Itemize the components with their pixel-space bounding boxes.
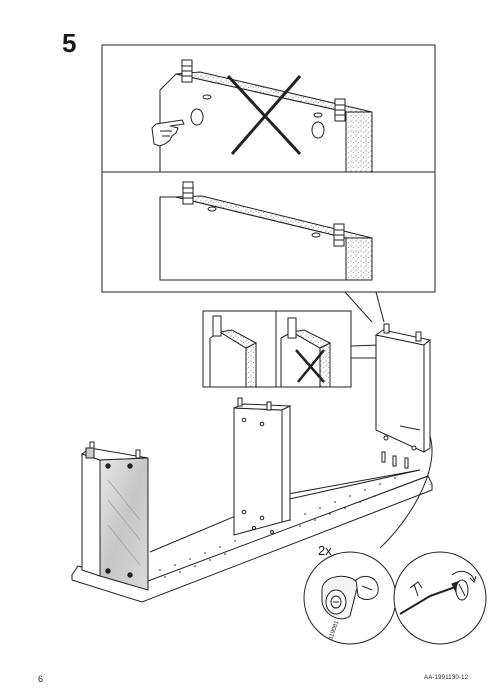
document-code: AA-1991130-12 — [424, 675, 469, 681]
incorrect-cross-icon — [295, 349, 325, 383]
mirror-reflection — [107, 479, 141, 566]
wooden-dowel-icon — [334, 98, 346, 122]
quantity-label: 2x — [318, 543, 332, 558]
hardware-callout — [303, 435, 487, 645]
incorrect-cross-icon — [226, 74, 302, 156]
cabinet-assembly — [71, 397, 433, 603]
step-number: 5 — [62, 28, 77, 58]
panel-incorrect-view — [151, 59, 373, 173]
screwdriver-icon — [399, 579, 469, 615]
wooden-dowel-icon — [333, 223, 345, 247]
pointing-hand-icon — [151, 119, 185, 147]
wooden-dowel-icon — [182, 181, 194, 205]
detail-panel-top — [101, 44, 436, 323]
side-panel-part — [374, 323, 432, 469]
rotate-arrow-icon — [451, 570, 477, 583]
page-number: 6 — [38, 674, 44, 684]
cam-lock-fitting-icon — [321, 575, 379, 620]
panel-correct-view — [159, 181, 373, 281]
detail-panel-middle — [202, 310, 381, 388]
wooden-dowel-icon — [181, 59, 193, 83]
